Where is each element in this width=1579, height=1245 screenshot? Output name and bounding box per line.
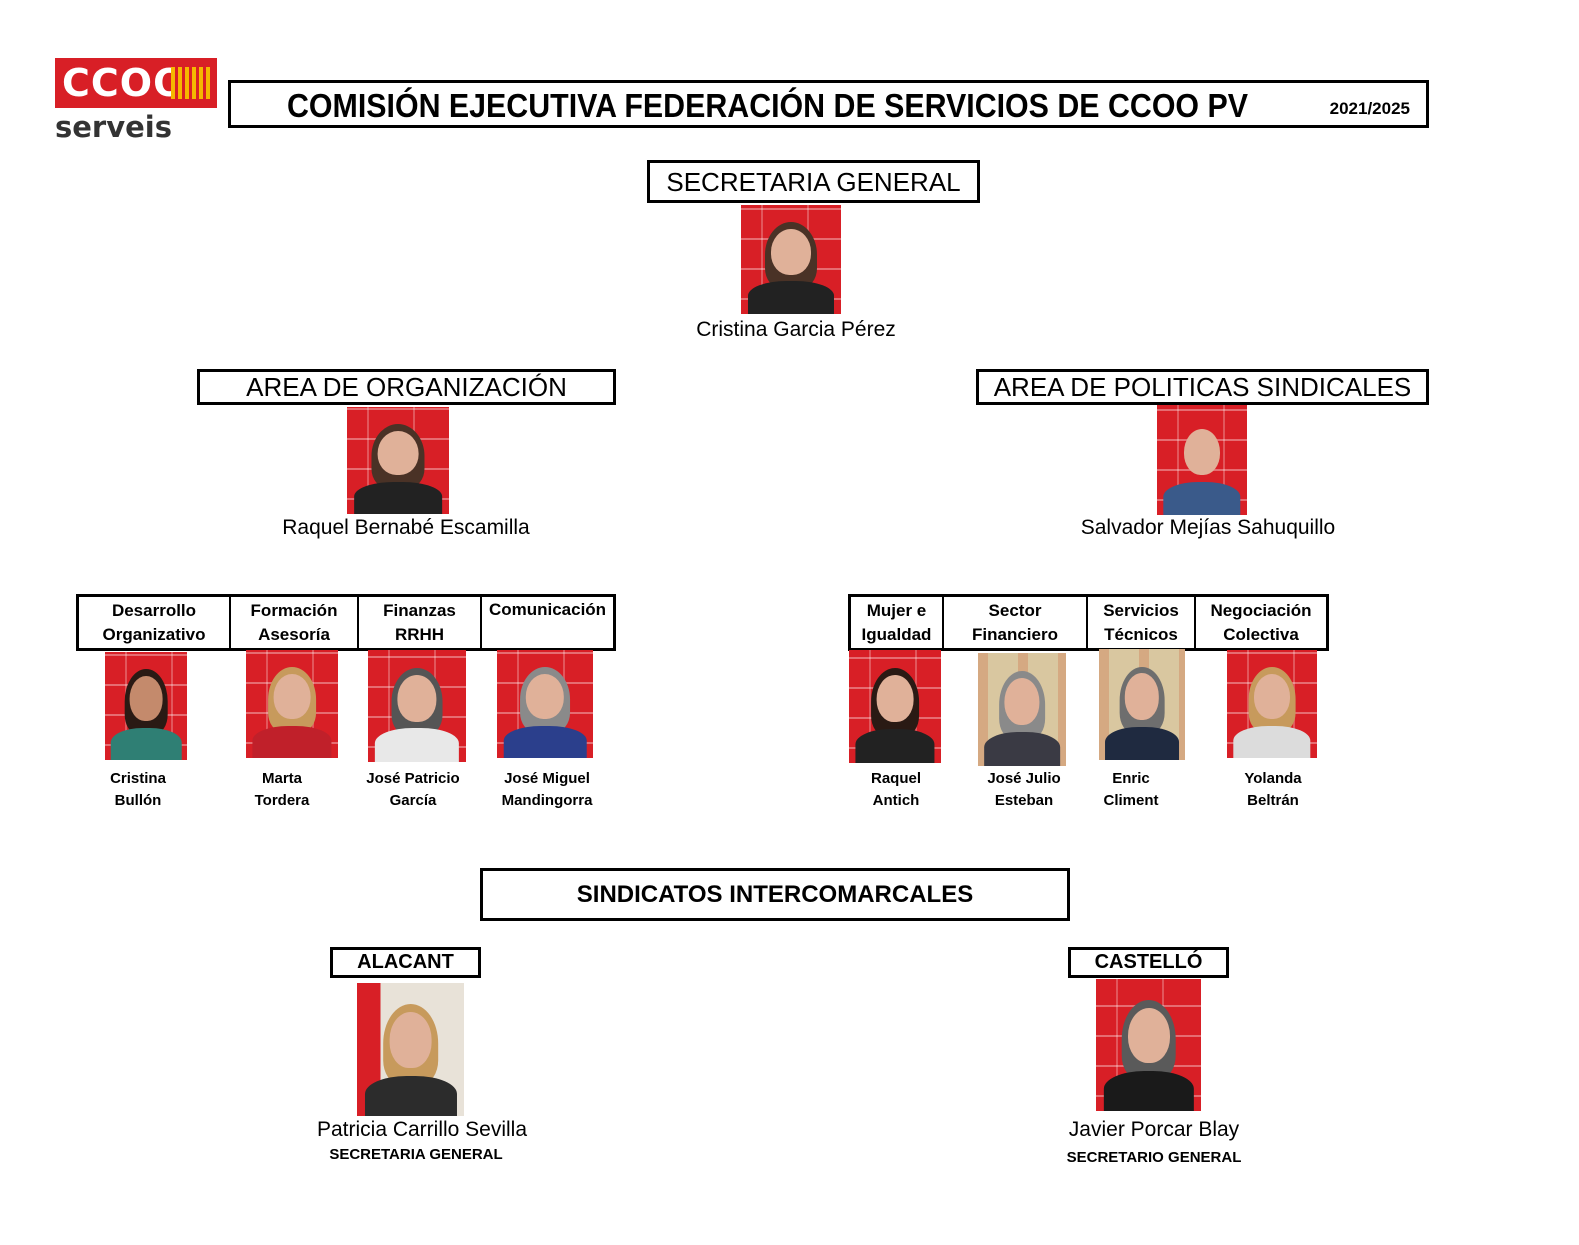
dept-negociacion-colectiva: Negociación Colectiva — [1210, 600, 1312, 644]
alacant-name: Patricia Carrillo Sevilla — [316, 1118, 528, 1141]
logo-bars-icon — [171, 67, 211, 99]
area-organizacion-box: AREA DE ORGANIZACIÓN — [197, 369, 616, 405]
name-enric-climent: Enric Climent — [1103, 770, 1159, 809]
dept-servicios-tecnicos: Servicios Técnicos — [1088, 597, 1196, 648]
area-politicas-label: AREA DE POLITICAS SINDICALES — [993, 372, 1412, 402]
title-box: COMISIÓN EJECUTIVA FEDERACIÓN DE SERVICI… — [228, 80, 1429, 128]
alacant-box: ALACANT — [330, 947, 481, 978]
dept-desarrollo-organizativo: Desarrollo Organizativo — [79, 597, 231, 648]
photo-jose-miguel-mandingorra — [497, 650, 593, 758]
photo-javier-porcar — [1096, 979, 1201, 1111]
photo-raquel-bernabe — [347, 407, 449, 514]
intercomarcales-box: SINDICATOS INTERCOMARCALES — [480, 868, 1070, 921]
intercomarcales-label: SINDICATOS INTERCOMARCALES — [576, 880, 974, 908]
photo-marta-tordera — [246, 650, 338, 758]
name-jose-miguel-mandingorra: José Miguel Mandingorra — [501, 770, 593, 809]
name-cristina-bullon: Cristina Bullón — [110, 770, 166, 809]
pol-departments-row: Mujer e Igualdad Sector Financiero Servi… — [848, 594, 1329, 651]
name-marta-tordera: Marta Tordera — [254, 770, 310, 809]
photo-jose-julio-esteban — [978, 653, 1066, 766]
alacant-label: ALACANT — [357, 951, 454, 973]
name-raquel-antich: Raquel Antich — [870, 770, 921, 809]
ccoo-serveis-logo: CCOO serveis — [55, 58, 217, 148]
name-jose-patricio-garcia: José Patricio García — [366, 770, 460, 809]
castello-name: Javier Porcar Blay — [1068, 1118, 1240, 1141]
org-departments-row: Desarrollo Organizativo Formación Asesor… — [76, 594, 616, 651]
secretaria-general-box: SECRETARIA GENERAL — [647, 160, 980, 203]
photo-raquel-antich — [849, 650, 941, 763]
photo-jose-patricio-garcia — [368, 650, 466, 762]
dept-formacion-asesoria: Formación Asesoría — [231, 597, 359, 648]
page-title: COMISIÓN EJECUTIVA FEDERACIÓN DE SERVICI… — [287, 87, 1248, 124]
logo-brand: CCOO — [62, 61, 187, 105]
logo-sub: serveis — [55, 110, 173, 144]
area-organizacion-name: Raquel Bernabé Escamilla — [282, 516, 530, 539]
photo-cristina-bullon — [105, 652, 187, 760]
photo-enric-climent — [1099, 649, 1185, 760]
secretaria-general-label: SECRETARIA GENERAL — [666, 166, 961, 197]
secretaria-general-name: Cristina Garcia Pérez — [696, 318, 896, 341]
dept-comunicacion: Comunicación — [488, 600, 607, 619]
alacant-role: SECRETARIA GENERAL — [329, 1146, 503, 1163]
castello-role: SECRETARIO GENERAL — [1066, 1149, 1242, 1166]
castello-label: CASTELLÓ — [1094, 951, 1203, 973]
castello-box: CASTELLÓ — [1068, 947, 1229, 978]
photo-cristina-garcia — [741, 205, 841, 314]
dept-mujer-igualdad: Mujer e Igualdad — [851, 597, 944, 648]
photo-yolanda-beltran — [1227, 650, 1317, 758]
photo-patricia-carrillo — [357, 983, 464, 1116]
name-jose-julio-esteban: José Julio Esteban — [987, 770, 1061, 809]
area-politicas-name: Salvador Mejías Sahuquillo — [1080, 516, 1336, 539]
photo-salvador-mejias — [1157, 405, 1247, 515]
area-organizacion-label: AREA DE ORGANIZACIÓN — [246, 372, 567, 402]
dept-finanzas-rrhh: Finanzas RRHH — [359, 597, 482, 648]
area-politicas-box: AREA DE POLITICAS SINDICALES — [976, 369, 1429, 405]
term-years: 2021/2025 — [1329, 99, 1410, 118]
dept-sector-financiero: Sector Financiero — [944, 597, 1088, 648]
name-yolanda-beltran: Yolanda Beltrán — [1244, 770, 1302, 809]
logo-red-box: CCOO — [55, 58, 217, 108]
